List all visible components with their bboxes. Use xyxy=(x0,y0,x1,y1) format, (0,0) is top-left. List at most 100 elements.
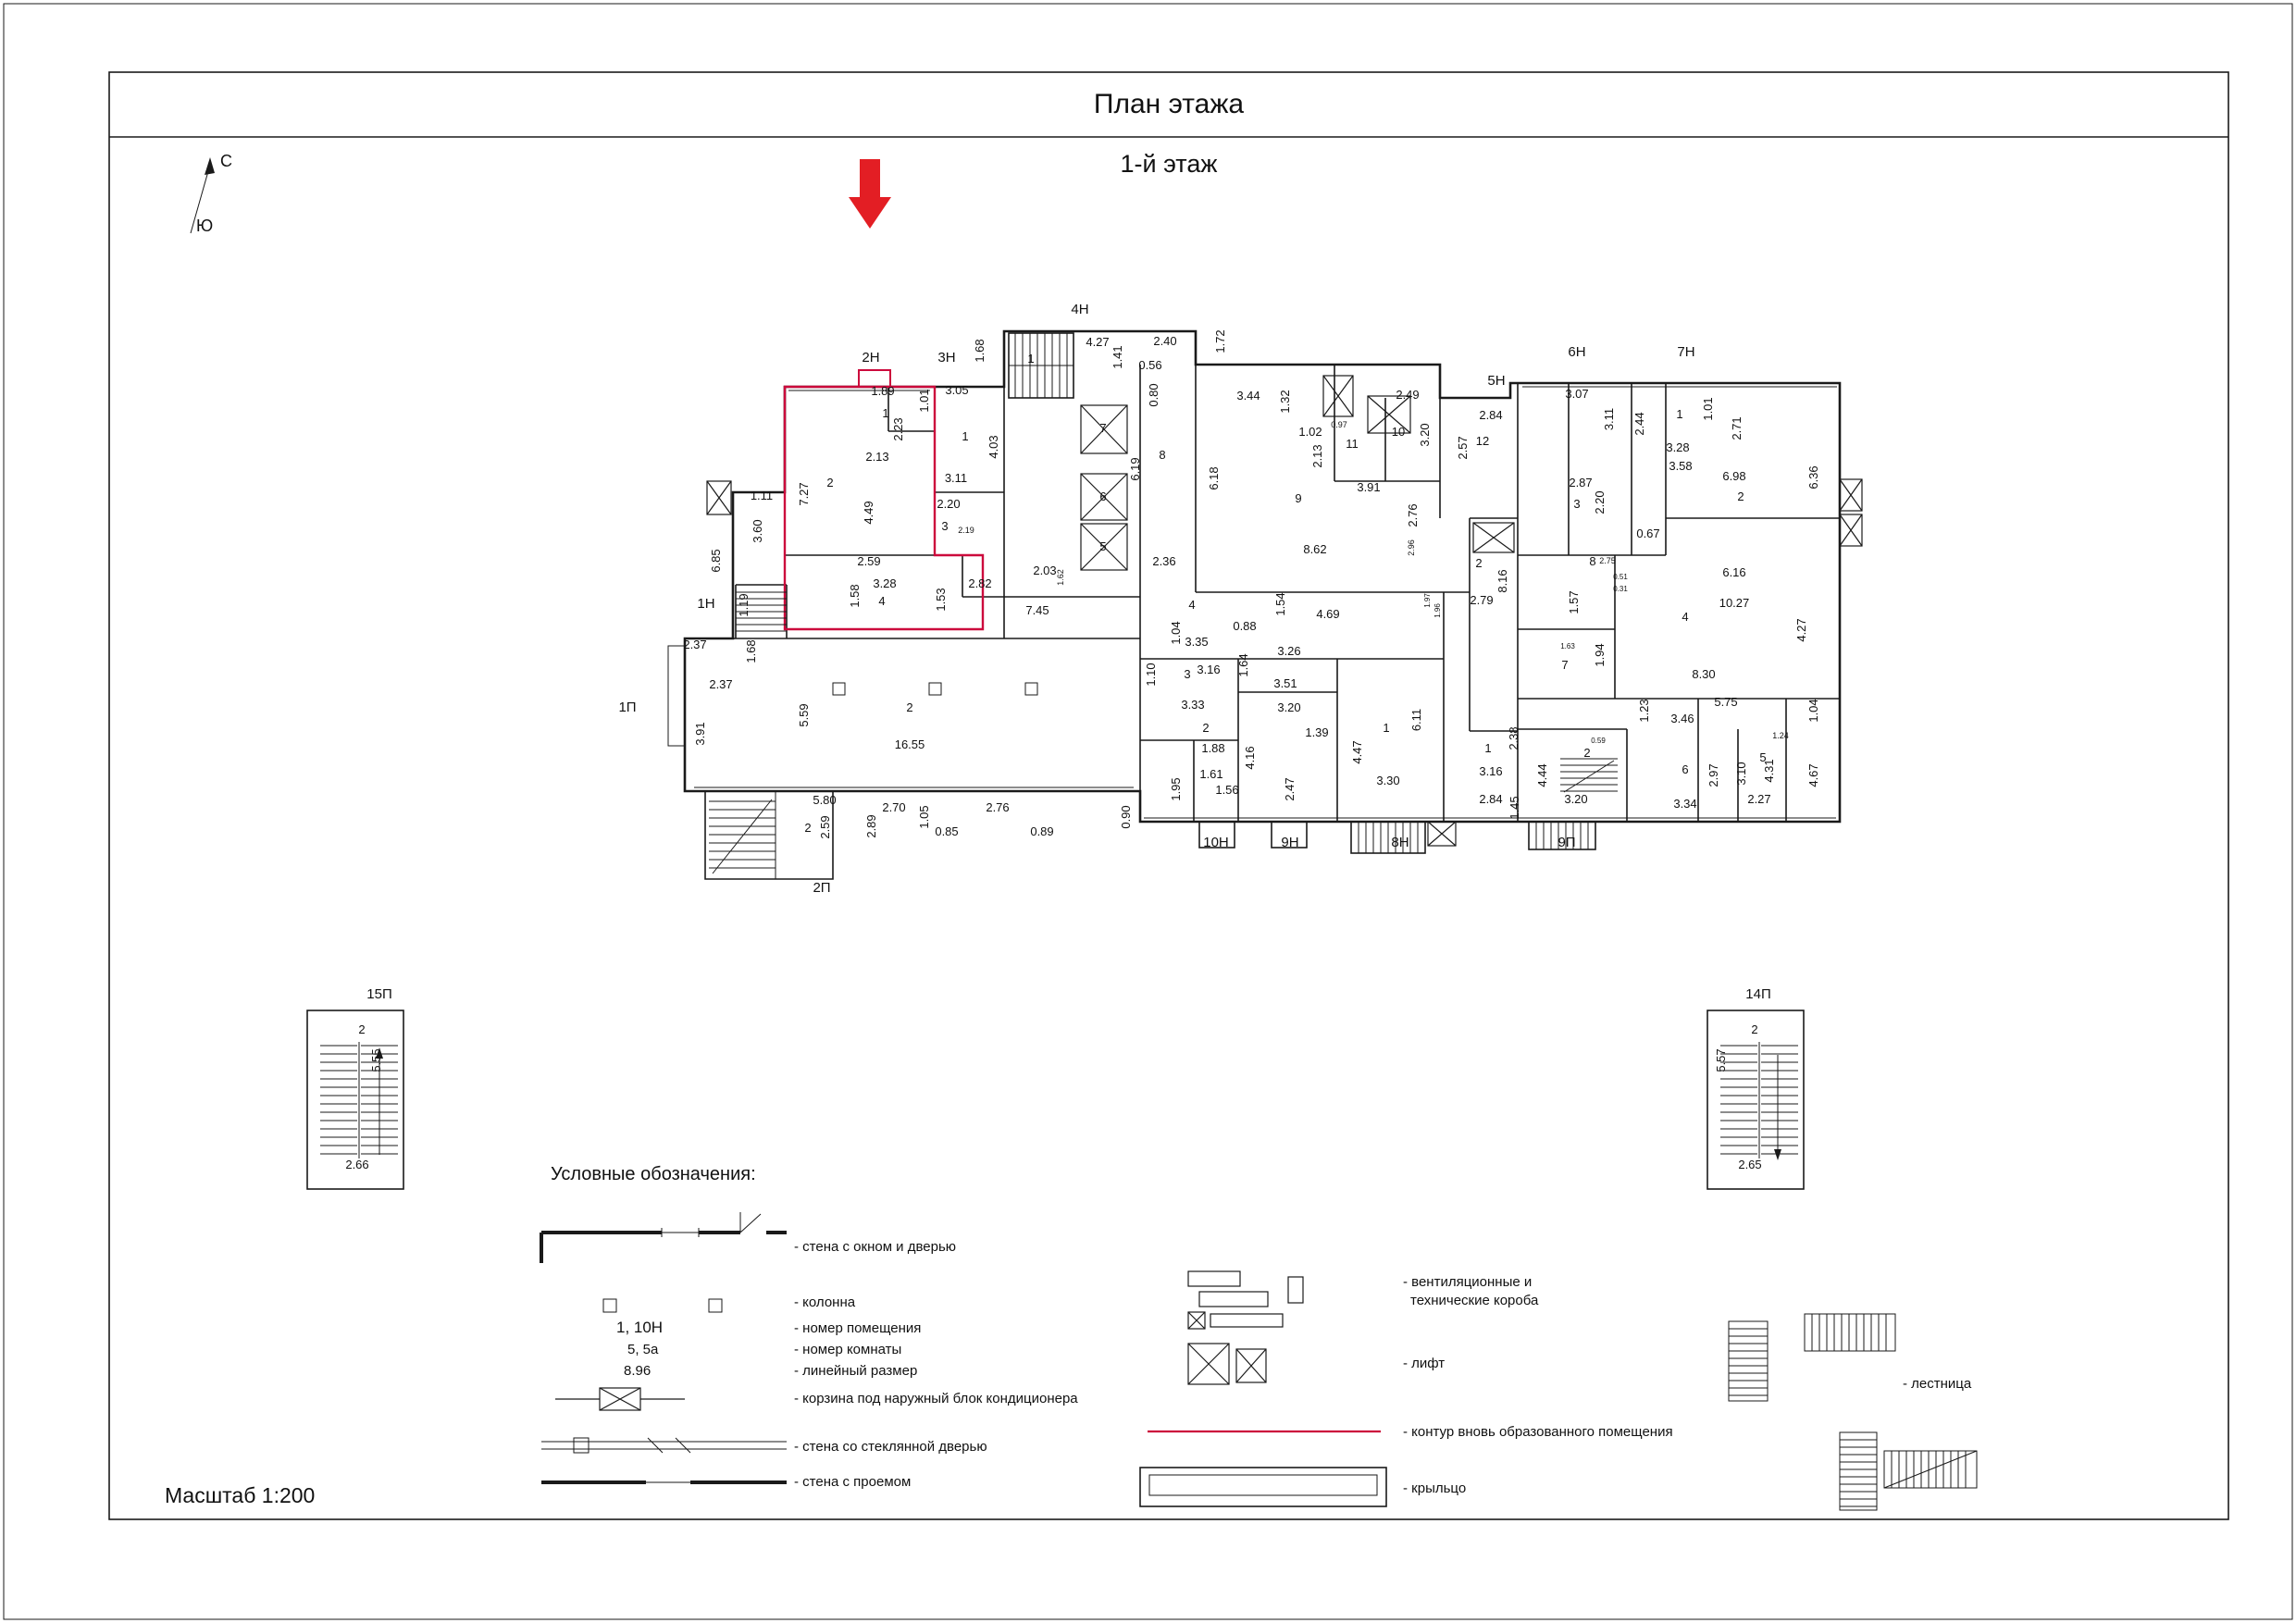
vent-box xyxy=(1472,522,1515,553)
dimension-label: 2.84 xyxy=(1479,408,1502,422)
dimension-label: 5.75 xyxy=(1714,695,1737,709)
dimension-label: 11 xyxy=(1346,437,1359,451)
legend-symbol-columns xyxy=(602,1298,723,1313)
premise-label: 1Н xyxy=(697,596,714,612)
dimension-label: 4.47 xyxy=(1350,740,1364,763)
dimension-label: 2.44 xyxy=(1632,412,1646,435)
dimension-label: 2 xyxy=(804,821,811,835)
ac-basket-cross-icon xyxy=(1839,514,1863,547)
window-lines xyxy=(694,386,1837,819)
stairwell-15p-treads-left xyxy=(320,1045,357,1155)
ac-basket xyxy=(706,480,732,515)
dimension-label: 9 xyxy=(1295,491,1301,505)
porch-10n xyxy=(1198,821,1235,849)
dimension-label: 0.89 xyxy=(1030,824,1053,838)
dimension-label: 3.10 xyxy=(1734,762,1748,785)
compass-south-label: Ю xyxy=(196,217,213,235)
dimension-label: 3.28 xyxy=(1666,440,1689,454)
dimension-label: 1 xyxy=(1484,741,1491,755)
dimension-label: 8 xyxy=(1159,448,1165,462)
premise-label: 14П xyxy=(1745,986,1770,1002)
lift-box xyxy=(1187,1343,1230,1385)
dimension-label: 0.56 xyxy=(1138,358,1161,372)
dimension-label: 3 xyxy=(1184,667,1190,681)
dimension-label: 2.70 xyxy=(882,800,905,814)
premise-label: 5Н xyxy=(1487,373,1505,389)
ac-basket-cross-icon xyxy=(1839,478,1863,512)
stair-flight xyxy=(1728,1320,1769,1402)
dimension-label: 6.19 xyxy=(1128,457,1142,480)
dimension-label: 2 xyxy=(1475,556,1482,570)
dimension-label: 7.27 xyxy=(797,482,811,505)
dimension-label: 8 xyxy=(1589,554,1595,568)
legend-symbol-stairs xyxy=(1728,1313,1978,1511)
dimension-label: 2.75 xyxy=(1599,556,1616,565)
dimension-label: 2.76 xyxy=(1406,503,1420,527)
dimension-label: 4 xyxy=(1682,610,1688,624)
column xyxy=(928,682,942,696)
legend-symbol-lift xyxy=(1187,1343,1267,1385)
dimension-label: 1.05 xyxy=(917,805,931,828)
dimension-label: 1.57 xyxy=(1567,590,1581,613)
dimension-label: 5 xyxy=(1099,539,1106,553)
vent-box xyxy=(1427,821,1457,847)
dimension-label: 2 xyxy=(826,476,833,489)
porch-2p-steps xyxy=(709,800,776,869)
dimension-label: 3.51 xyxy=(1273,676,1297,690)
elevator-5-cross-icon xyxy=(1080,523,1128,571)
dimension-label: 12 xyxy=(1476,434,1489,448)
dimension-label: 0.97 xyxy=(1331,420,1347,429)
dimension-label: 1.97 xyxy=(1423,593,1432,608)
dimension-label: 2.23 xyxy=(891,417,905,440)
dimension-label: 6.85 xyxy=(709,549,723,572)
dimension-label: 2.49 xyxy=(1396,388,1419,402)
legend-title: Условные обозначения: xyxy=(551,1164,756,1184)
ac-basket xyxy=(1839,478,1863,512)
dimension-label: 1 xyxy=(1383,721,1389,735)
dimension-label: 4.27 xyxy=(1086,335,1109,349)
dimension-label: 3.60 xyxy=(751,519,764,542)
dimension-label: 1.63 xyxy=(1560,642,1575,650)
legend-label: - лестница xyxy=(1903,1376,1972,1392)
dimension-label: 1.94 xyxy=(1593,643,1607,666)
dimension-label: 0.67 xyxy=(1636,527,1659,540)
dimension-label: 1.68 xyxy=(973,339,987,362)
dimension-label: 3.05 xyxy=(945,383,968,397)
dimension-label: 4.44 xyxy=(1535,763,1549,787)
dimension-label: 8.30 xyxy=(1692,667,1715,681)
premise-label: 9Н xyxy=(1281,835,1298,850)
dimension-label: 3.33 xyxy=(1181,698,1204,712)
porches xyxy=(704,791,1596,880)
dimension-label: 2.57 xyxy=(1456,436,1470,459)
dimension-label: 5.80 xyxy=(813,793,836,807)
dimension-label: 2.89 xyxy=(864,814,878,837)
dimension-label: 6.16 xyxy=(1722,565,1745,579)
dimension-label: 2.59 xyxy=(818,815,832,838)
premise-label: 7Н xyxy=(1677,344,1694,360)
dimension-label: 1.58 xyxy=(848,584,862,607)
dimension-label: 6.98 xyxy=(1722,469,1745,483)
page-title: План этажа xyxy=(1094,89,1244,119)
legend-example-dimension: 8.96 xyxy=(624,1363,651,1379)
vent-cross-icon xyxy=(1187,1311,1206,1330)
dimension-label: 5 xyxy=(1759,750,1766,764)
dimension-label: 8.16 xyxy=(1496,569,1509,592)
dimension-label: 2.79 xyxy=(1470,593,1493,607)
stair-flight-treads xyxy=(1811,1314,1887,1351)
porch-2p-outline xyxy=(704,791,834,880)
porch-8n-steps xyxy=(1358,822,1419,853)
dimension-label: 1.95 xyxy=(1169,777,1183,800)
stair-flight xyxy=(1883,1450,1978,1489)
dimension-label: 1 xyxy=(1676,407,1682,421)
dimension-label: 2.40 xyxy=(1153,334,1176,348)
floor-title: 1-й этаж xyxy=(1121,150,1218,178)
dimension-label: 1.61 xyxy=(1199,767,1222,781)
vent-rect xyxy=(1198,1291,1269,1307)
dimension-label: 4 xyxy=(878,594,885,608)
stair-flight-treads xyxy=(1891,1451,1967,1488)
dimension-label: 0.90 xyxy=(1119,805,1133,828)
premise-label: 10Н xyxy=(1203,835,1229,850)
vent-box-cross-icon xyxy=(1427,821,1457,847)
